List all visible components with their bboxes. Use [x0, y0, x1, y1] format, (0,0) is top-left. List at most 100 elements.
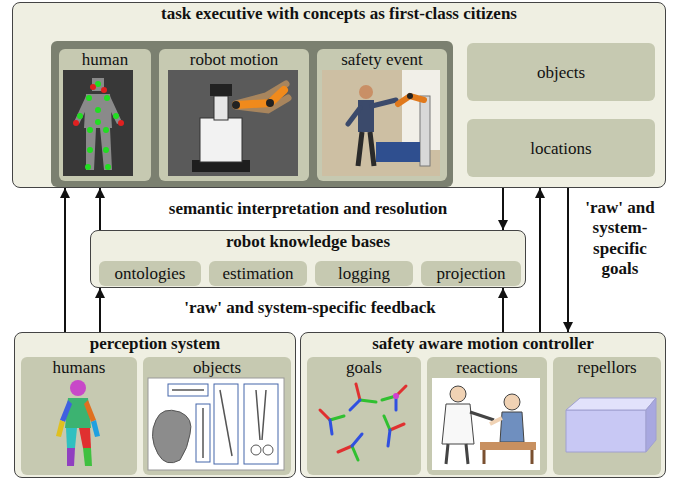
reaction-cartoon	[504, 394, 520, 410]
repellor-box	[566, 410, 646, 452]
goal-frames	[350, 400, 360, 410]
human-skeleton-picture	[101, 87, 107, 93]
robot-motion-picture	[232, 101, 240, 109]
segmented-human-figure	[67, 448, 75, 466]
instrument-detection-picture	[244, 384, 278, 464]
reaction-cartoon	[500, 412, 524, 442]
instrument-detection-picture	[251, 445, 261, 455]
robot-motion-picture	[236, 90, 284, 105]
reaction-cartoon	[490, 418, 502, 424]
box-label: reactions	[456, 357, 517, 378]
goal-frames	[393, 393, 399, 399]
segmented-human-figure	[56, 380, 100, 466]
safety-event-photo	[402, 70, 440, 150]
human-skeleton-picture	[77, 113, 83, 119]
robot-motion-picture	[200, 118, 242, 162]
panel-heading: safety aware motion controller	[372, 333, 594, 354]
instrument-detection-picture	[172, 389, 204, 391]
reaction-cartoon	[446, 444, 468, 464]
instrument-detection-picture	[148, 378, 284, 470]
panel-heading: robot knowledge bases	[226, 231, 390, 252]
box-label: objects	[193, 357, 241, 378]
human-skeleton-picture	[87, 127, 93, 133]
flow-arrow	[99, 188, 101, 230]
module-box: humans	[21, 357, 137, 475]
goal-frames	[320, 384, 406, 460]
goal-frames	[384, 416, 390, 430]
module-box: ontologies	[99, 261, 201, 286]
flow-label: 'raw' and system-specific feedback	[130, 298, 490, 318]
human-skeleton-picture	[118, 120, 124, 126]
human-skeleton-picture	[95, 119, 101, 125]
robot-motion-picture	[236, 84, 286, 104]
module-box: projection	[421, 261, 521, 286]
human-skeleton-picture	[92, 78, 104, 91]
box-label: goals	[346, 357, 382, 378]
reaction-cartoon	[442, 404, 474, 444]
repellor-box	[566, 398, 656, 452]
flow-arrow	[539, 188, 541, 332]
goal-frames	[352, 446, 358, 460]
concept-box: human	[59, 49, 151, 181]
robot-motion-picture	[266, 99, 274, 107]
flow-arrow	[64, 188, 66, 332]
segmented-human-figure	[91, 420, 100, 437]
reaction-cartoon	[484, 450, 532, 464]
panel-heading: perception system	[90, 333, 220, 354]
human-skeleton-picture	[105, 164, 111, 170]
instrument-detection-picture	[214, 384, 238, 464]
goal-frames	[338, 446, 352, 452]
human-skeleton-picture	[103, 127, 109, 133]
reaction-cartoon	[432, 378, 540, 470]
human-skeleton-picture	[95, 107, 101, 113]
goal-frames	[330, 420, 332, 434]
box-label: ontologies	[115, 263, 186, 284]
safety-event-photo	[407, 93, 413, 99]
instrument-detection-picture	[220, 390, 232, 456]
goal-frames	[396, 386, 406, 396]
safety-event-photo	[358, 132, 374, 166]
box-label: locations	[530, 138, 591, 159]
box-label: human	[82, 49, 128, 70]
human-skeleton-picture	[73, 120, 79, 126]
knowledge-panel: robot knowledge bases ontologies estimatio…	[90, 230, 526, 288]
segmented-human-figure	[65, 398, 91, 428]
box-label: safety event	[341, 49, 423, 70]
box-label: projection	[437, 263, 506, 284]
instrument-detection-picture	[202, 408, 204, 458]
repellor-box	[566, 398, 656, 410]
flow-arrow	[502, 188, 504, 230]
panel-heading: task executive with concepts as first-cl…	[161, 3, 517, 24]
module-box: objects	[143, 357, 291, 475]
segmented-human-figure	[70, 380, 86, 396]
module-box: goals	[307, 357, 421, 475]
human-skeleton-picture	[86, 95, 92, 101]
instrument-detection-picture	[168, 384, 208, 396]
box-label: repellors	[577, 357, 636, 378]
module-box: logging	[315, 261, 413, 286]
safety-event-photo	[322, 70, 440, 176]
goal-frames	[360, 400, 376, 402]
flow-label: semantic interpretation and resolution	[124, 199, 492, 219]
human-skeleton-picture	[73, 84, 124, 126]
box-label: logging	[338, 263, 390, 284]
box-label: humans	[53, 357, 106, 378]
flow-arrow	[99, 288, 101, 332]
segmented-human-figure	[56, 420, 65, 437]
concept-box: objects	[467, 43, 655, 101]
box-label: objects	[537, 62, 585, 83]
human-skeleton-picture	[84, 94, 112, 128]
goal-frames	[395, 396, 398, 410]
goal-frames	[390, 424, 404, 430]
safety-event-photo	[376, 142, 420, 162]
box-label: estimation	[223, 263, 294, 284]
human-skeleton-picture	[63, 70, 133, 176]
robot-motion-picture	[236, 98, 288, 110]
segmented-human-figure	[79, 428, 91, 448]
perception-panel: perception system humans objects	[14, 332, 296, 478]
safety-event-photo	[398, 96, 424, 104]
human-skeleton-picture	[86, 128, 112, 170]
segmented-human-figure	[60, 400, 72, 422]
human-skeleton-picture	[113, 113, 119, 119]
human-skeleton-picture	[63, 70, 133, 176]
